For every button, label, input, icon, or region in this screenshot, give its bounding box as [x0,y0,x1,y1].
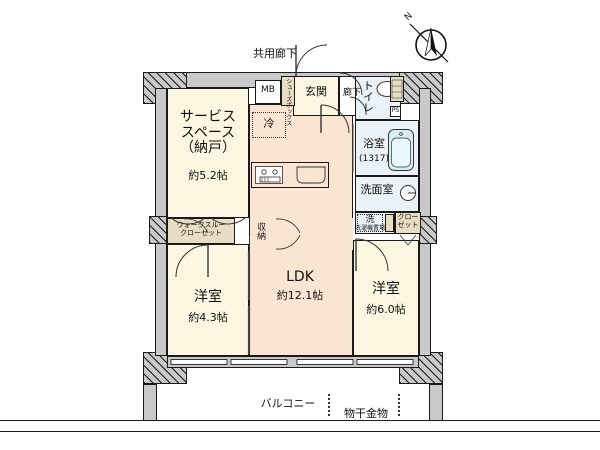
drying-hanger-left [328,394,330,416]
room-ldk-extension [275,218,353,250]
toilet-label: トイレ [361,80,375,113]
partition-track [249,236,250,252]
ps-label: PS [391,107,400,114]
ldk-sliding-partition [245,250,253,356]
entrance-door-swing [295,44,329,77]
mb-label: MB [261,85,275,95]
balcony-wall-right [429,384,443,422]
shoe-box-label: シューズボックス [284,78,292,126]
washitsu-right-label: 洋室 [372,281,400,297]
pipe-shaft-box [385,214,394,232]
storage-door-upper [275,218,301,234]
structural-column-right-mid [419,216,437,244]
closet-right-door [399,234,417,246]
refrigerator-label: 冷 [263,117,275,130]
washer-note-label: 洗濯機置場 [355,225,386,232]
bath-door [336,120,355,176]
bath-label: 浴室 [363,137,385,150]
room-genkan [293,76,339,116]
service-door-left [170,190,206,225]
washroom-label: 洗面室 [360,183,394,196]
common-corridor-label: 共用廊下 [253,47,297,60]
washitsu-right-door [355,238,389,272]
service-space-area: 約5.2帖 [188,169,228,182]
ldk-area: 約12.1帖 [276,289,324,302]
washer-icon [357,214,383,232]
walk-through-closet-label: ウォークスルー クローゼット [176,221,226,237]
north-arrow-icon [400,12,456,68]
closet-right [395,212,421,234]
mb-box [255,80,281,104]
bathtub-icon [387,128,415,172]
washitsu-left-label: 洋室 [194,289,222,305]
room-service-space [167,88,249,218]
washitsu-left-door [175,244,209,278]
refrigerator-space [252,112,286,138]
toilet-door [349,96,367,116]
kitchen-sink-icon [296,166,326,184]
structural-column-left-mid [149,216,167,244]
rouka-label: 廊下 [342,88,361,98]
rouka-door [339,72,363,96]
washbasin-icon [398,180,418,206]
closet-right-label: クロー ゼット [397,213,419,229]
drying-hanger-right [398,394,400,416]
balcony-wall-left [143,384,157,422]
storage-label: 収納 [255,222,266,240]
washer-label: 洗 [365,215,375,225]
service-door-right [210,190,246,225]
bath-size-label: (1317) [359,154,389,164]
balcony-label: バルコニー [260,397,316,410]
genkan-inner-door [320,104,350,134]
washitsu-left-area: 約4.3帖 [188,311,228,324]
balcony-rail [0,420,600,432]
shoe-box [281,76,295,106]
stove-icon [255,166,283,184]
washitsu-right-area: 約6.0帖 [366,303,406,316]
service-space-label: サービス スペース （納戸） [180,109,236,157]
window-panes [170,358,415,366]
storage-door-lower [275,234,301,250]
ldk-label: LDK [286,269,314,285]
drying-hardware-label: 物干金物 [344,407,388,420]
balcony-window-band [167,356,419,368]
wtc-door [183,218,209,234]
genkan-label: 玄関 [305,85,327,98]
water-heater-box [390,76,404,102]
ps-meter-box [390,106,401,117]
